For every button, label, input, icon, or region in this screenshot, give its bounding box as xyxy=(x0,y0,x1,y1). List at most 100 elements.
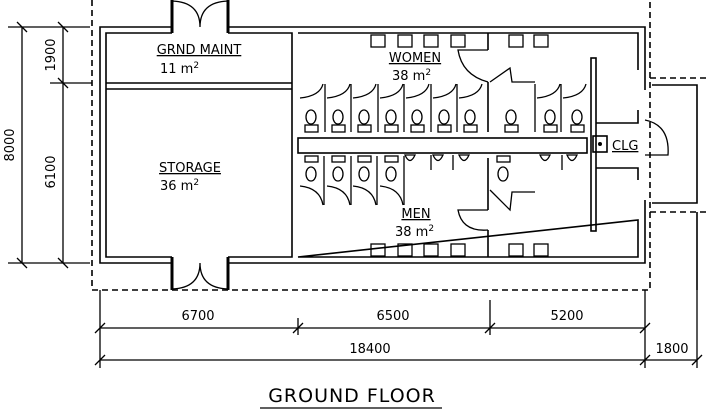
toilet-tank-icon xyxy=(437,124,452,133)
toilet-tank-icon xyxy=(463,124,478,133)
urinal-screen xyxy=(430,155,563,170)
room-area: 11 m2 xyxy=(160,61,199,77)
sink-icon xyxy=(370,34,386,48)
room-men-label: MEN 38 m2 xyxy=(395,207,434,240)
toilet-tank-icon xyxy=(304,124,319,133)
women-door xyxy=(457,49,489,83)
toilet-tank-icon xyxy=(331,124,346,133)
entry-canopy xyxy=(652,84,698,204)
dim-6700: 6700 xyxy=(181,309,214,324)
room-women-label: WOMEN 38 m2 xyxy=(389,51,441,84)
urinal-icon xyxy=(565,154,579,162)
double-door-bottom xyxy=(170,257,230,290)
urinal-icon xyxy=(457,154,471,162)
toilet-tank-icon xyxy=(357,155,372,163)
dim-6100: 6100 xyxy=(44,155,59,188)
room-name: MEN xyxy=(401,207,430,222)
room-clg-label: CLG xyxy=(612,139,638,154)
toilet-icon xyxy=(411,109,423,125)
stall-door-swing xyxy=(379,185,404,206)
sink-icon xyxy=(450,243,466,257)
toilet-icon xyxy=(544,109,556,125)
stall-door-swing xyxy=(352,185,377,206)
stall-door-swing xyxy=(405,83,430,99)
toilet-icon xyxy=(305,109,317,125)
dim-8000: 8000 xyxy=(3,128,18,161)
plumbing-chase xyxy=(297,137,588,154)
sink-icon xyxy=(450,34,466,48)
toilet-tank-icon xyxy=(384,155,399,163)
partition-wall xyxy=(590,57,597,232)
sink-icon xyxy=(397,243,413,257)
room-area: 38 m2 xyxy=(392,68,431,84)
left-dimensions: 8000 1900 6100 xyxy=(3,21,92,269)
toilet-icon xyxy=(358,109,370,125)
stall-door-swing xyxy=(326,83,351,99)
toilet-icon xyxy=(571,109,583,125)
plumbing-fixtures xyxy=(299,34,587,257)
clg-door-swing xyxy=(644,119,669,156)
sink-icon xyxy=(533,34,549,48)
sink-icon xyxy=(533,243,549,257)
canopy-outline xyxy=(650,77,708,213)
stall-door-swing xyxy=(326,185,351,206)
toilet-icon xyxy=(505,109,517,125)
drawing-title: GROUND FLOOR xyxy=(268,385,436,407)
toilet-tank-icon xyxy=(357,124,372,133)
stall-door-swing xyxy=(458,83,483,99)
dim-6500: 6500 xyxy=(376,309,409,324)
toilet-tank-icon xyxy=(504,124,519,133)
stall-door-swing xyxy=(352,83,377,99)
men-door xyxy=(457,209,489,231)
stall-door-swing xyxy=(432,83,457,99)
toilet-icon xyxy=(385,109,397,125)
sink-icon xyxy=(423,34,439,48)
sink-icon xyxy=(397,34,413,48)
stall-door-swing xyxy=(299,83,324,99)
toilet-icon xyxy=(332,109,344,125)
dim-1900: 1900 xyxy=(44,38,59,71)
toilet-icon xyxy=(358,166,370,182)
room-storage-label: STORAGE 36 m2 xyxy=(159,161,221,194)
drain-icon xyxy=(598,142,602,146)
toilet-tank-icon xyxy=(304,155,319,163)
double-door-top xyxy=(170,0,230,33)
room-area: 36 m2 xyxy=(160,178,199,194)
toilet-tank-icon xyxy=(384,124,399,133)
toilet-tank-icon xyxy=(570,124,585,133)
clg-walls xyxy=(596,110,639,180)
toilet-icon xyxy=(385,166,397,182)
room-area: 38 m2 xyxy=(395,224,434,240)
toilet-tank-icon xyxy=(496,155,511,163)
room-name: WOMEN xyxy=(389,51,441,66)
room-grnd-maint-label: GRND MAINT 11 m2 xyxy=(157,43,242,77)
urinal-icon xyxy=(538,154,552,162)
sink-icon xyxy=(423,243,439,257)
toilet-icon xyxy=(497,166,509,182)
dim-1800: 1800 xyxy=(655,342,688,357)
urinal-icon xyxy=(403,154,417,162)
urinal-icon xyxy=(431,154,445,162)
stall-door-swing xyxy=(379,83,404,99)
stall-partition xyxy=(534,83,587,132)
stall-door-swing xyxy=(299,185,324,206)
toilet-icon xyxy=(305,166,317,182)
toilet-icon xyxy=(332,166,344,182)
toilet-tank-icon xyxy=(543,124,558,133)
exterior-walls xyxy=(99,26,646,264)
toilet-tank-icon xyxy=(410,124,425,133)
sink-icon xyxy=(508,34,524,48)
sink-icon xyxy=(508,243,524,257)
room-name: GRND MAINT xyxy=(157,43,242,58)
room-name: STORAGE xyxy=(159,161,221,176)
bottom-dimensions: 6700 6500 5200 18400 1800 xyxy=(94,290,703,368)
sink-icon xyxy=(370,243,386,257)
roof-outline xyxy=(91,0,651,291)
dim-18400: 18400 xyxy=(349,342,390,357)
dim-5200: 5200 xyxy=(550,309,583,324)
men-inner-door xyxy=(489,189,535,212)
toilet-tank-icon xyxy=(331,155,346,163)
toilet-icon xyxy=(438,109,450,125)
toilet-icon xyxy=(464,109,476,125)
